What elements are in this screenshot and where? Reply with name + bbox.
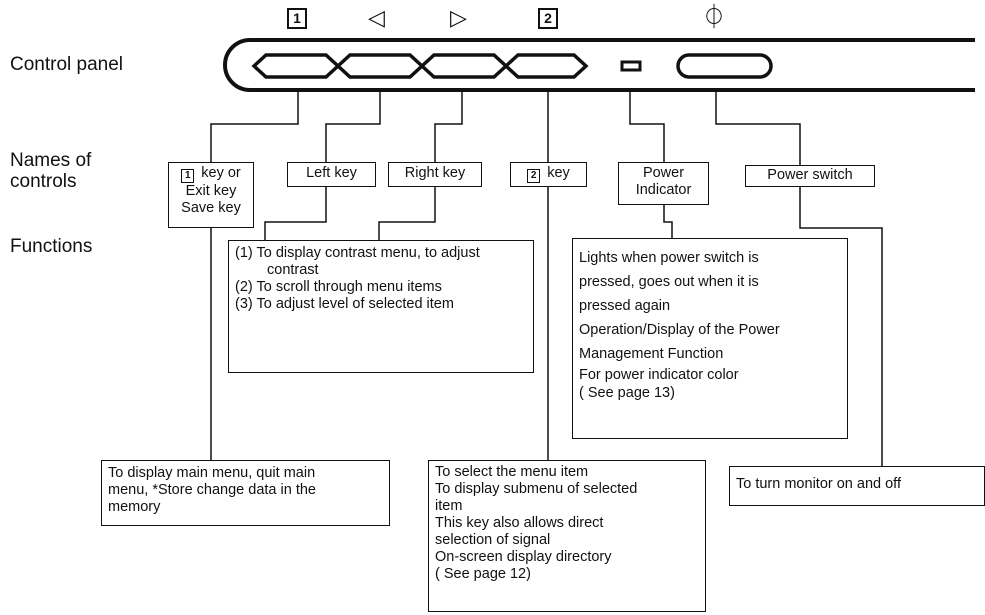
left-arrow-icon: ◁ <box>368 5 385 30</box>
key2-name-box: 2 key <box>510 162 587 187</box>
key1-button <box>251 53 341 79</box>
key2-symbol-icon: 2 <box>538 8 558 29</box>
names-of-controls-label: Names of controls <box>10 150 92 192</box>
power-switch-name-box: Power switch <box>745 165 875 187</box>
control-panel-outline <box>223 38 975 92</box>
key1-icon: 1 <box>181 169 195 183</box>
power-switch-function-box: To turn monitor on and off <box>729 466 985 506</box>
power-indicator-function-box: Lights when power switch is pressed, goe… <box>572 238 848 439</box>
left-key-button <box>335 53 425 79</box>
key1-name-box: 1 key or Exit key Save key <box>168 162 254 228</box>
key2-function-box: To select the menu item To display subme… <box>428 460 706 612</box>
list-item: (1) To display contrast menu, to adjust … <box>235 245 480 278</box>
key1-symbol-icon: 1 <box>287 8 307 29</box>
power-symbol-icon: ⏀ <box>702 4 726 31</box>
key1-function-box: To display main menu, quit main menu, *S… <box>101 460 390 526</box>
right-key-button <box>419 53 509 79</box>
right-key-name-box: Right key <box>388 162 482 187</box>
power-indicator-name-box: Power Indicator <box>618 162 709 205</box>
right-arrow-icon: ▷ <box>450 5 467 30</box>
left-key-name-box: Left key <box>287 162 376 187</box>
power-switch-button <box>676 53 773 79</box>
functions-label: Functions <box>10 236 93 257</box>
list-item: (2) To scroll through menu items <box>235 279 442 295</box>
left-right-function-box: (1) To display contrast menu, to adjust … <box>228 240 534 373</box>
power-indicator-led <box>620 60 642 72</box>
key2-button <box>503 53 589 79</box>
list-item: (3) To adjust level of selected item <box>235 296 454 312</box>
control-panel-label: Control panel <box>10 54 124 75</box>
key2-icon: 2 <box>527 169 541 183</box>
